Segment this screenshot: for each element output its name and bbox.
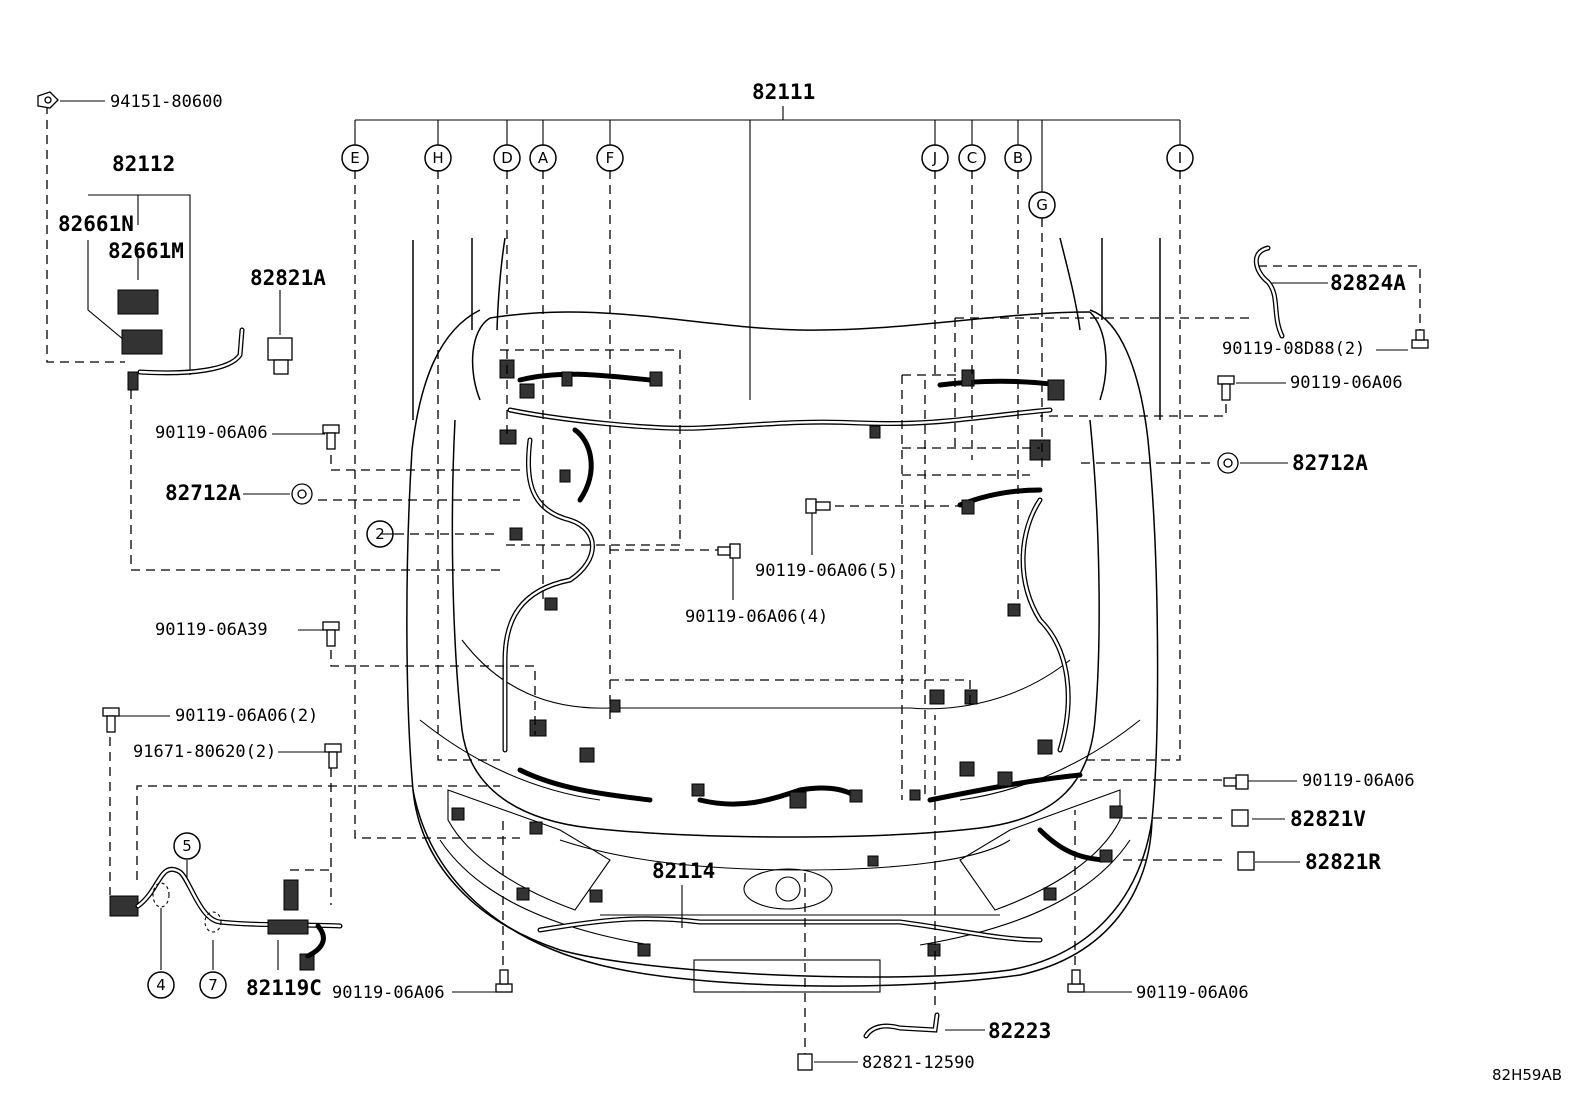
label-90119-06A06-2: 90119-06A06(2) [175,706,318,726]
svg-text:4: 4 [156,976,166,994]
bolt-icon [1217,375,1235,401]
bolt-icon [322,621,340,647]
bolt-icon [495,969,513,993]
marker-B: B [1004,144,1032,172]
marker-G: G [1028,191,1056,219]
label-82112: 82112 [112,152,175,176]
bolt-icon [805,498,831,514]
marker-7: 7 [199,971,227,999]
harness-82111-bracket [354,106,1181,400]
bolt-icon [717,543,741,559]
svg-text:2: 2 [375,525,385,543]
label-90119-06A06-bottom-right: 90119-06A06 [1136,983,1249,1003]
bolt-icon [1223,774,1249,790]
label-90119-08D88-2: 90119-08D88(2) [1222,339,1365,359]
part-labels: 82111 82114 94151-80600 82112 82661N 826… [58,80,1562,1084]
engine-bay-outline [406,237,1161,993]
marker-D: D [493,144,521,172]
bolt-icon [322,424,340,450]
clip-icon [1217,452,1239,474]
svg-text:5: 5 [182,837,192,855]
marker-F: F [596,144,624,172]
label-90119-06A06-right-upper: 90119-06A06 [1290,373,1403,393]
svg-text:H: H [432,149,443,167]
fasteners [37,91,1429,1071]
label-90119-06A39: 90119-06A39 [155,620,268,640]
label-82821V: 82821V [1290,807,1366,831]
label-82712A-left: 82712A [165,481,241,505]
marker-5: 5 [173,832,201,860]
label-82111: 82111 [752,80,815,104]
diagram-code: 82H59AB [1492,1066,1562,1084]
part-82119C-harness [109,866,343,971]
svg-text:I: I [1178,149,1182,167]
label-91671-80620-2: 91671-80620(2) [133,742,276,762]
svg-text:J: J [932,149,937,167]
clip-icon [797,1053,813,1071]
label-90119-06A06-5: 90119-06A06(5) [755,561,898,581]
clip-icon [291,483,313,505]
svg-text:C: C [967,149,977,167]
marker-I: I [1166,144,1194,172]
letter-markers: E H D A F J C B G I [341,144,1194,219]
marker-E: E [341,144,369,172]
clip-icon [1231,809,1249,827]
bolt-icon [324,743,342,769]
label-90119-06A06-4: 90119-06A06(4) [685,607,828,627]
nut-icon [37,91,59,109]
svg-text:E: E [350,149,359,167]
label-90119-06A06-left-upper: 90119-06A06 [155,423,268,443]
label-82119C: 82119C [246,976,322,1000]
svg-text:A: A [538,149,549,167]
part-82223-wire [863,1012,940,1039]
svg-text:D: D [501,149,513,167]
label-90119-06A06-bottom-left: 90119-06A06 [332,983,445,1003]
label-90119-06A06-right-lower: 90119-06A06 [1302,771,1415,791]
label-82821-12590: 82821-12590 [862,1053,975,1073]
label-94151-80600: 94151-80600 [110,92,223,112]
part-82824A-wire [1253,245,1285,339]
part-82821A-connector [267,337,293,375]
marker-4: 4 [147,971,175,999]
label-82821R: 82821R [1305,850,1381,874]
label-82661M: 82661M [108,239,184,263]
svg-text:G: G [1036,196,1048,214]
marker-2: 2 [366,520,394,548]
part-82661-sensors [117,289,245,391]
marker-A: A [529,144,557,172]
harness-connectors [451,359,1123,957]
dashed-leaders [46,105,1421,1062]
marker-H: H [424,144,452,172]
label-82114: 82114 [652,859,715,883]
bolt-icon [102,707,120,733]
svg-text:B: B [1013,149,1023,167]
number-markers: 2 5 4 7 [147,520,394,999]
bolt-icon [1411,329,1429,349]
bolt-icon [1067,969,1085,993]
clip-icon [1237,851,1255,871]
label-82661N: 82661N [58,212,134,236]
marker-J: J [921,144,949,172]
svg-text:F: F [606,149,615,167]
marker-C: C [958,144,986,172]
svg-text:7: 7 [208,976,218,994]
label-82821A: 82821A [250,266,326,290]
label-leaders [60,100,1408,1063]
label-82824A: 82824A [1330,271,1406,295]
main-harness-wires [502,371,1113,943]
label-82712A-right: 82712A [1292,451,1368,475]
label-82223: 82223 [988,1019,1051,1043]
